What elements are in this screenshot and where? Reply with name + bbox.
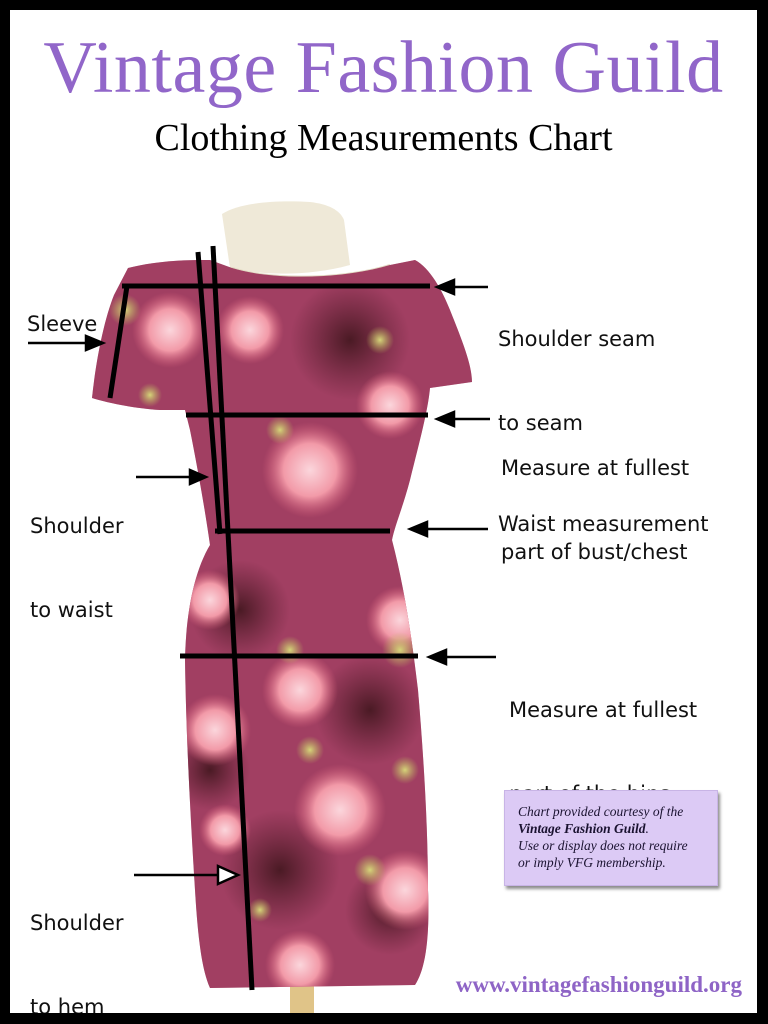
page-title: Vintage Fashion Guild <box>43 27 724 109</box>
credit-note: Chart provided courtesy of the Vintage F… <box>504 790 718 886</box>
dress-figure <box>28 201 496 1013</box>
sleeve-line <box>107 285 130 399</box>
label-waist: Waist measurement <box>498 512 709 536</box>
label-shoulder-to-hem: Shoulder to hem <box>30 911 124 1013</box>
label-shoulder-to-waist: Shoulder to waist <box>30 514 124 622</box>
shoulder-to-waist-line <box>195 251 223 535</box>
website-link[interactable]: www.vintagefashionguild.org <box>455 972 742 997</box>
shoulder-to-hem-line <box>210 245 255 991</box>
dress-form-stand <box>290 985 314 1013</box>
label-arrows <box>28 278 496 886</box>
credit-guild-name: Vintage Fashion Guild <box>518 821 646 836</box>
measurement-lines <box>107 245 430 991</box>
label-shoulder-seam: Shoulder seam to seam <box>498 327 656 435</box>
chart-canvas: Vintage Fashion Guild Clothing Measureme… <box>10 10 757 1013</box>
page-subtitle: Clothing Measurements Chart <box>154 117 613 159</box>
label-bust: Measure at fullest part of bust/chest <box>501 456 690 564</box>
dress-form-neck <box>222 201 350 274</box>
label-sleeve: Sleeve <box>27 312 98 336</box>
